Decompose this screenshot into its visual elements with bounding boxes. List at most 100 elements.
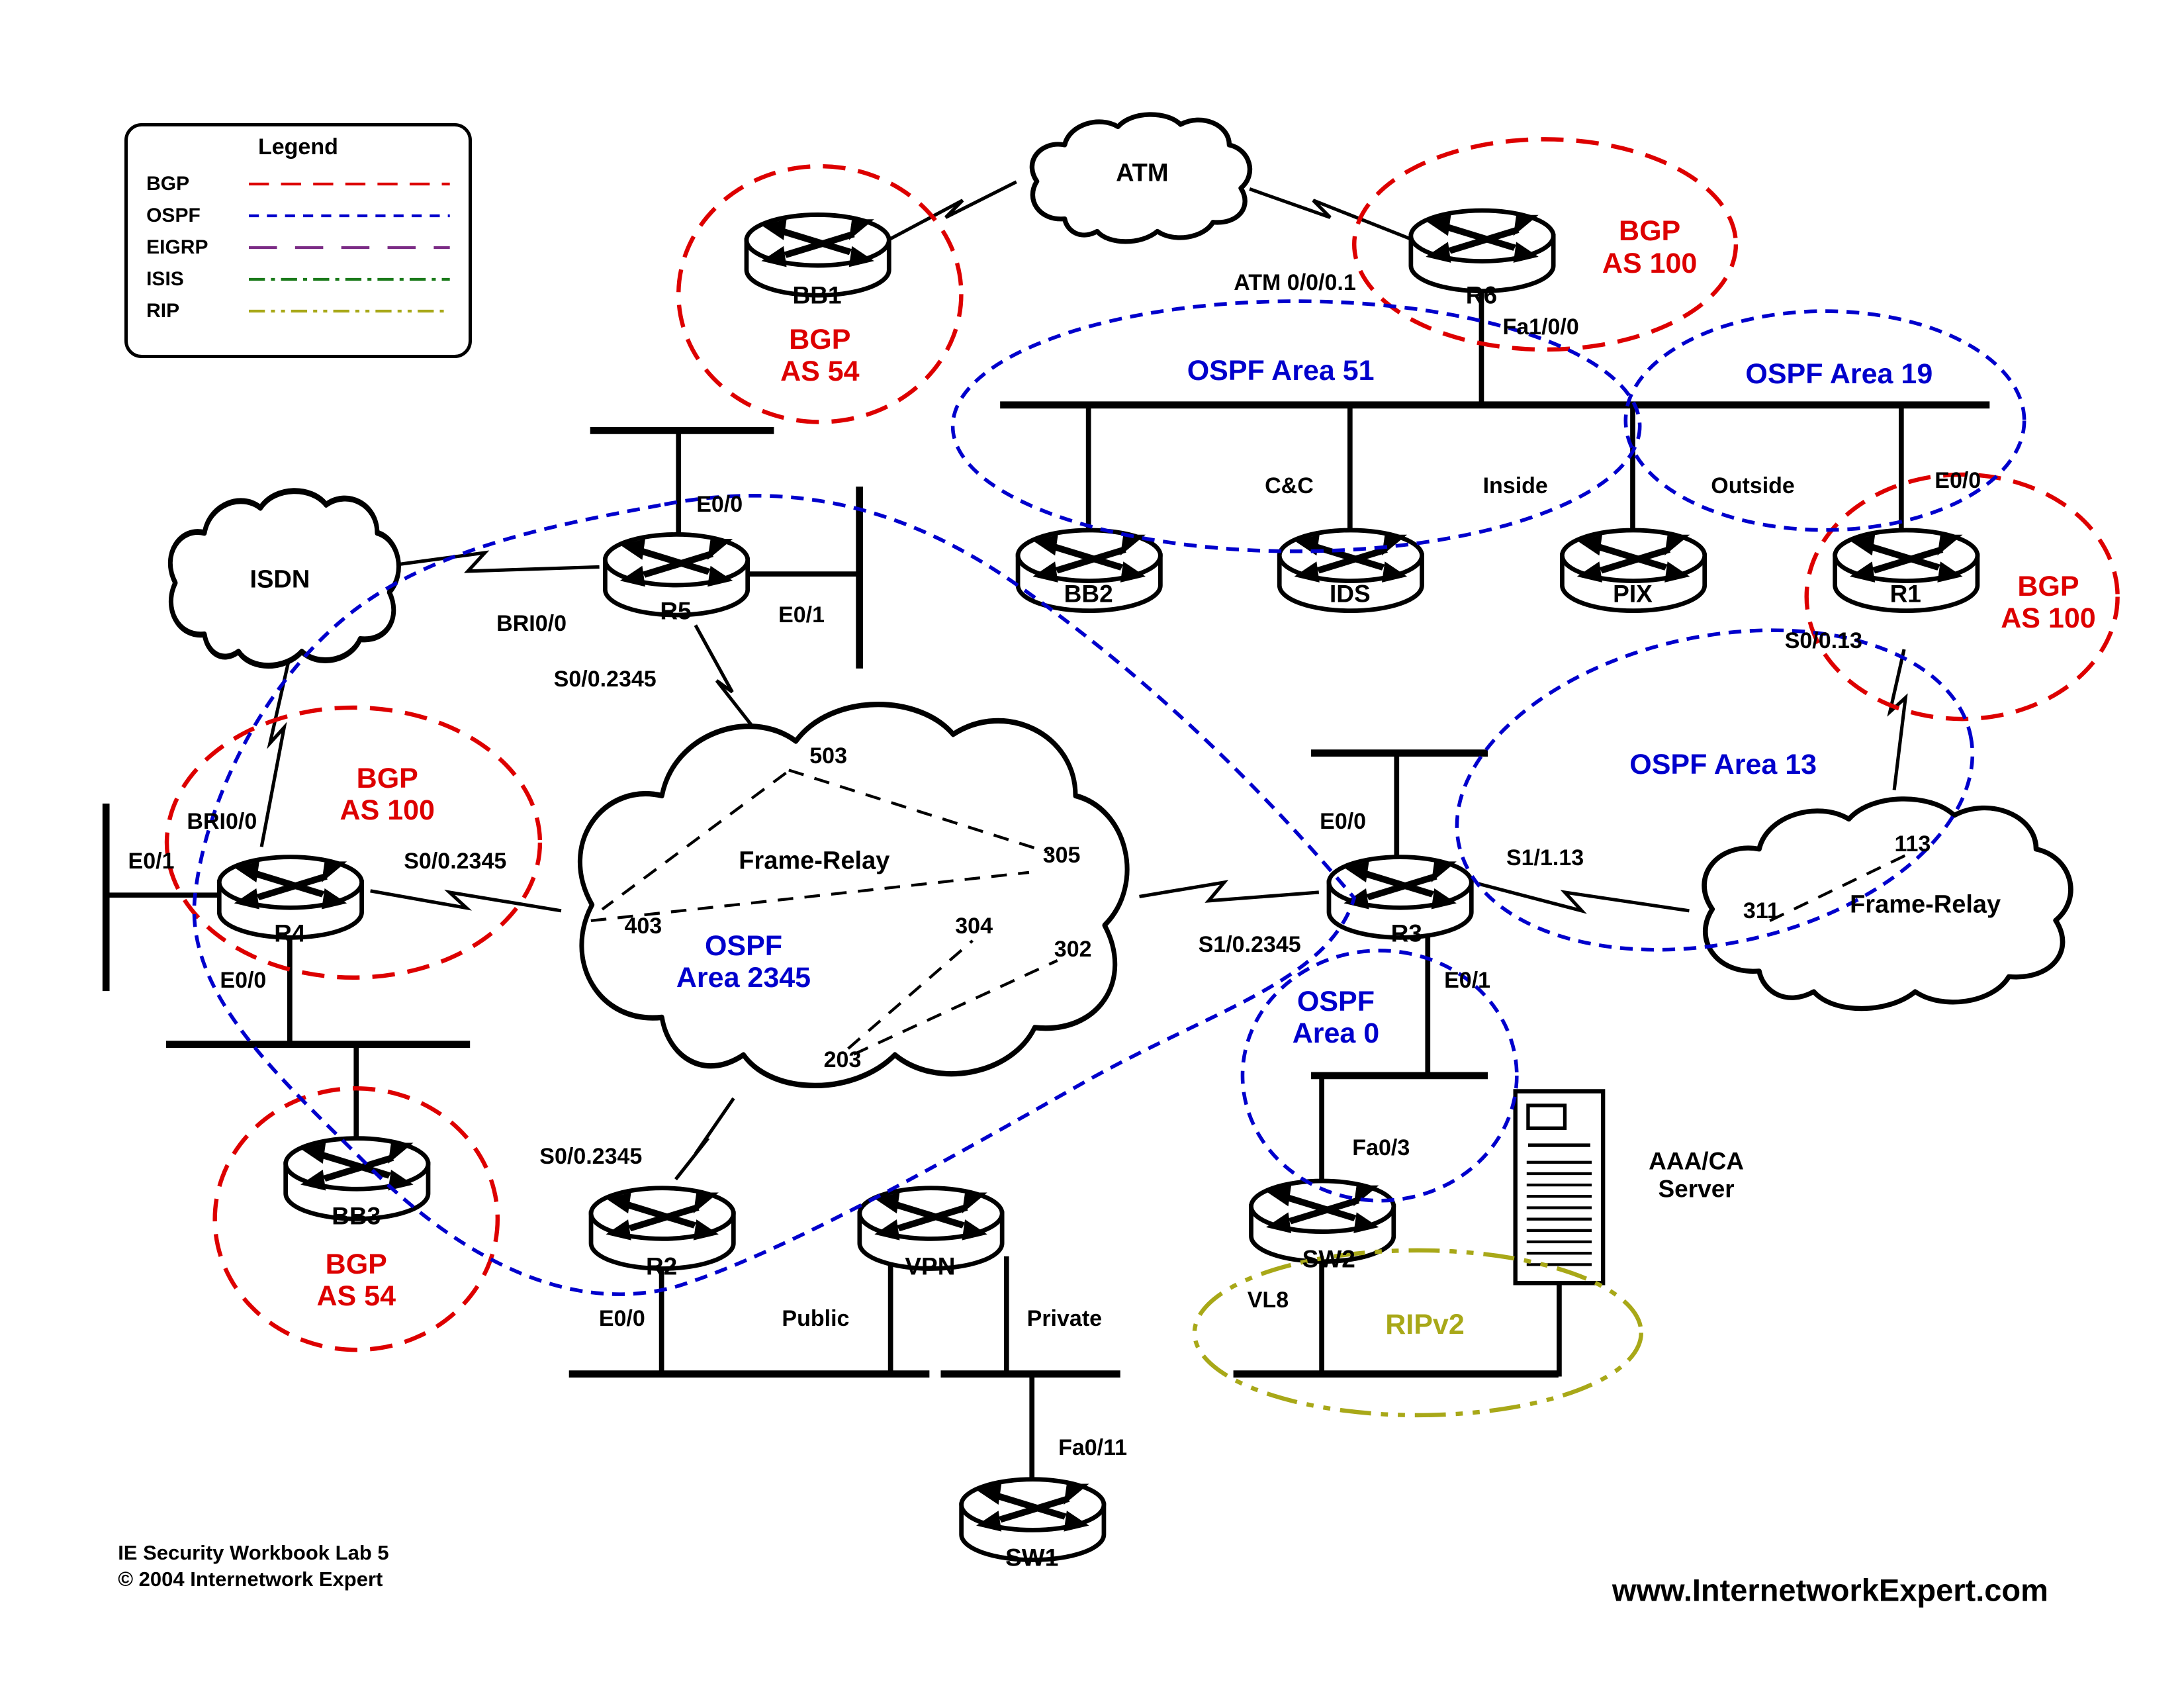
intf-r3-e01: E0/1 [1444,968,1491,994]
ospf-area-2345-label: OSPF Area 2345 [676,930,811,994]
frame-relay-center-label: Frame-Relay [739,847,890,875]
intf-r5-bri00: BRI0/0 [496,611,567,637]
ospf-area-2345-boundary [192,494,1357,1296]
server-aaa-label: AAA/CA Server [1649,1147,1745,1203]
intf-inside: Inside [1482,473,1548,499]
router-pix-label: PIX [1613,580,1653,608]
link-isdn-r5 [390,550,600,573]
legend-line-bgp [249,182,450,186]
dlci-311: 311 [1743,898,1780,923]
legend-item-rip: RIP [146,295,450,327]
router-vpn-label: VPN [905,1252,956,1280]
ospf-area-0-boundary [1240,949,1519,1203]
atm-cloud-label: ATM [1116,159,1169,187]
lan-segments [102,290,1990,1481]
legend-line-rip [249,309,450,313]
intf-r2-s002345: S0/0.2345 [539,1144,643,1170]
ospf-area-13-boundary [1455,628,1975,952]
server-aaa-icon [1513,1089,1606,1286]
router-r4-label: R4 [274,919,306,947]
legend-label-ospf: OSPF [146,205,201,227]
intf-sw1-fa011: Fa0/11 [1058,1435,1128,1461]
link-isdn-r4 [259,661,291,847]
legend-label-isis: ISIS [146,268,184,291]
router-r2-label: R2 [645,1252,678,1280]
segment-public-label: Public [782,1305,850,1331]
intf-r3-s102345: S1/0.2345 [1198,932,1301,958]
bgp-as100-r6-label: BGP AS 100 [1602,215,1698,279]
dlci-304: 304 [955,914,993,939]
intf-r5-s002345: S0/0.2345 [553,666,657,692]
router-bb3-label: BB3 [332,1202,381,1230]
bgp-as100-r4-label: BGP AS 100 [340,762,435,826]
router-r1-label: R1 [1889,580,1921,608]
bgp-as54-bb3-label: BGP AS 54 [316,1248,396,1312]
bgp-as54-bb1-boundary [676,164,964,424]
intf-sw2-fa03: Fa0/3 [1352,1135,1410,1161]
frame-relay-pvcs [590,769,1907,1056]
router-r6-label: R6 [1465,281,1498,309]
link-r5-framerelay [694,624,765,741]
ospf-area-19-label: OSPF Area 19 [1745,357,1933,390]
ospf-area-51-label: OSPF Area 51 [1187,355,1375,387]
website-url: www.InternetworkExpert.com [1612,1572,2048,1608]
switch-sw1-label: SW1 [1005,1543,1059,1571]
intf-r1-e00: E0/0 [1934,467,1981,493]
dlci-403: 403 [624,914,662,939]
bgp-as54-bb3-boundary [212,1086,500,1352]
switch-sw2-label: SW2 [1302,1245,1355,1273]
intf-r4-bri00: BRI0/0 [187,808,257,834]
legend-item-bgp: BGP [146,168,450,200]
router-bb1-label: BB1 [792,281,842,309]
intf-r5-e01: E0/1 [778,602,825,628]
intf-cc: C&C [1265,473,1314,499]
legend-label-eigrp: EIGRP [146,236,208,259]
bgp-as54-bb1-label: BGP AS 54 [780,323,860,387]
intf-r3-e00: E0/0 [1320,808,1367,834]
ospf-area-13-label: OSPF Area 13 [1629,748,1817,780]
copyright-line: © 2004 Internetwork Expert [118,1567,383,1591]
link-r4-framerelay [370,889,562,913]
link-bb1-atm [889,180,1017,240]
legend: Legend BGP OSPF EIGRP ISIS RIP [124,123,472,358]
isdn-cloud-label: ISDN [250,565,310,594]
dlci-503: 503 [809,743,848,769]
intf-r5-e00: E0/0 [696,491,743,517]
ripv2-label: RIPv2 [1385,1308,1465,1340]
router-ids-label: IDS [1329,580,1371,608]
intf-r4-s002345: S0/0.2345 [404,848,507,874]
legend-label-bgp: BGP [146,173,190,195]
segment-private-label: Private [1026,1305,1103,1331]
dlci-302: 302 [1054,936,1092,962]
link-atm-r6 [1249,187,1414,242]
link-r1-framerelay2 [1887,649,1908,790]
link-r2-framerelay [674,1097,735,1181]
ripv2-boundary [1192,1248,1644,1418]
legend-item-ospf: OSPF [146,200,450,232]
legend-label-rip: RIP [146,300,180,322]
intf-r3-s1113: S1/1.13 [1506,845,1584,871]
link-r3-framerelay2 [1478,882,1690,914]
intf-r2-e00: E0/0 [598,1305,645,1331]
intf-r4-e01: E0/1 [128,848,175,874]
footer-credit: IE Security Workbook Lab 5 © 2004 Intern… [118,1540,388,1593]
legend-item-isis: ISIS [146,263,450,295]
dlci-305: 305 [1042,843,1081,868]
bgp-as100-r6-boundary [1352,137,1739,352]
ospf-area-19-boundary [1623,309,2026,532]
intf-r6-fa100: Fa1/0/0 [1502,314,1579,340]
router-r5-label: R5 [660,597,692,625]
bgp-as100-r1-label: BGP AS 100 [2001,570,2096,635]
intf-r1-s0013: S0/0.13 [1784,628,1862,654]
legend-line-ospf [249,214,450,218]
protocol-boundaries [164,137,2120,1418]
bgp-as100-r1-boundary [1804,472,2120,722]
dlci-113: 113 [1894,831,1931,857]
intf-sw2-vl8: VL8 [1247,1287,1289,1313]
router-bb2-label: BB2 [1064,580,1113,608]
ospf-area-51-boundary [950,299,1642,553]
devices [219,211,1978,1560]
serial-links [259,180,1908,1181]
